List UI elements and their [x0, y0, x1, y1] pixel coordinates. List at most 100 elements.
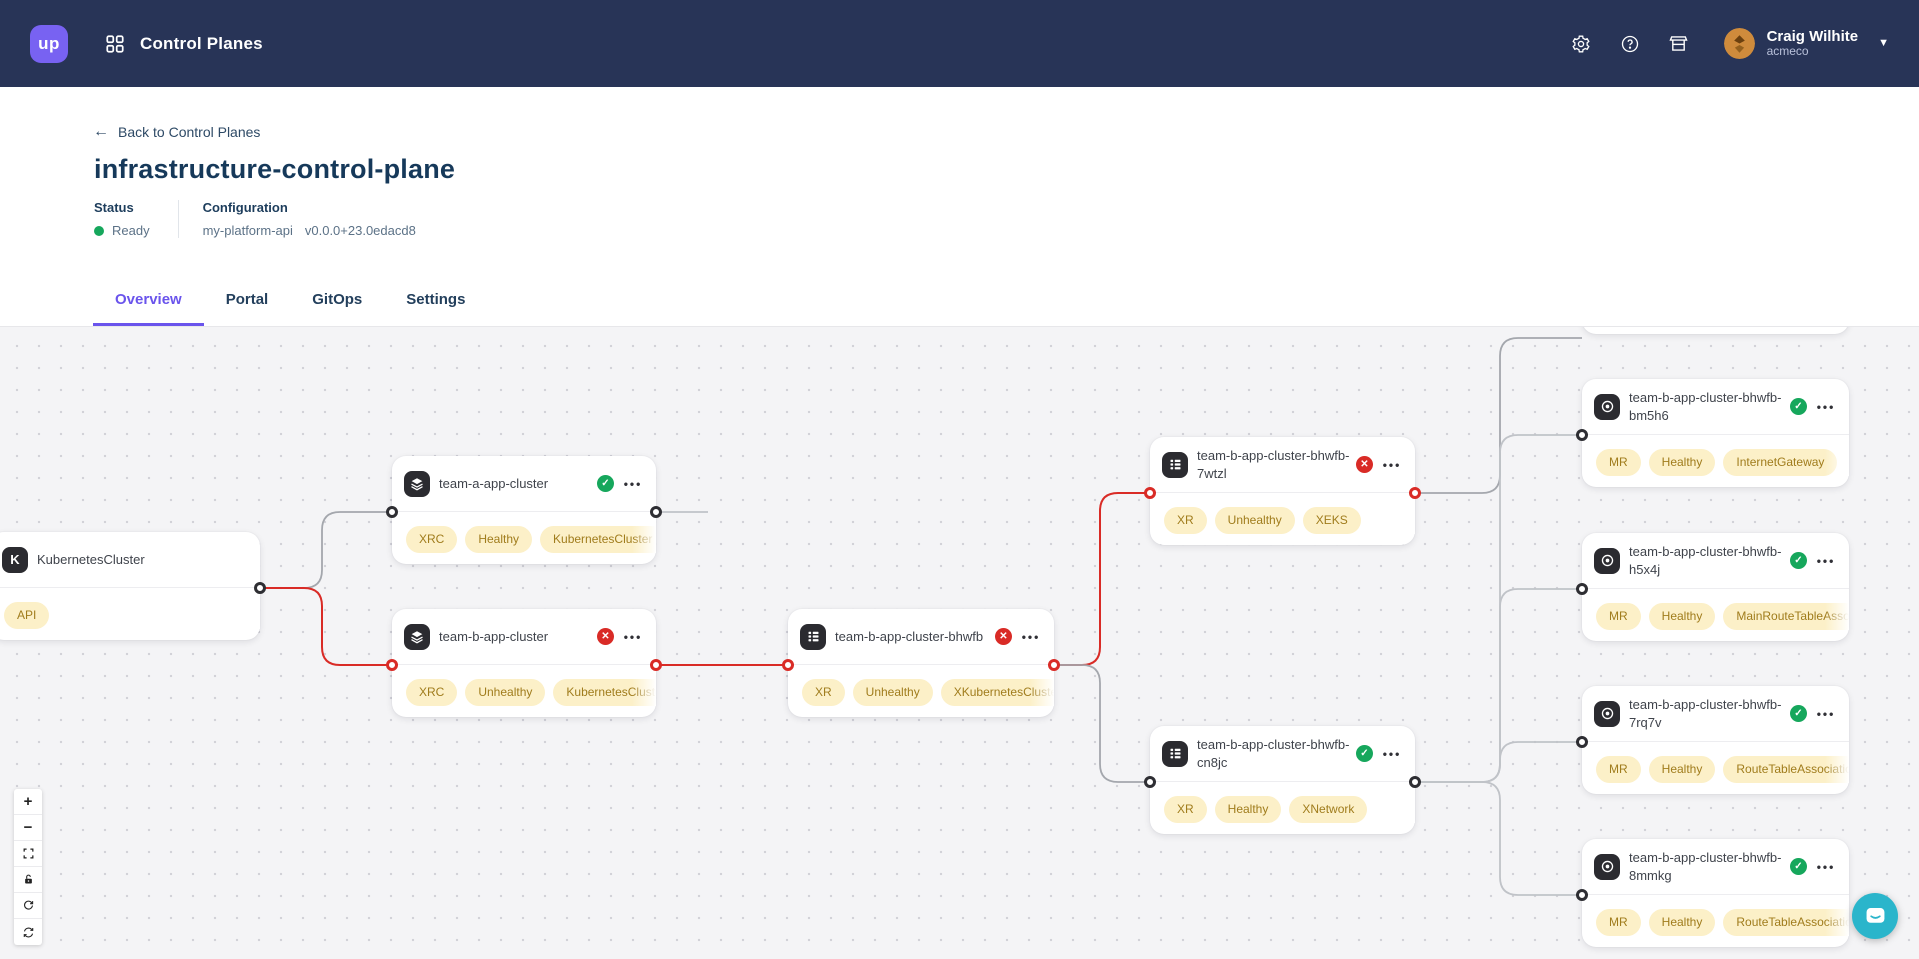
k8s-resource-icon: K [2, 546, 28, 573]
user-org: acmeco [1766, 44, 1809, 59]
zoom-in-button[interactable]: + [14, 789, 42, 815]
app-grid-icon[interactable] [104, 33, 126, 55]
edge-handle-left [1576, 736, 1588, 748]
node-badge: XR [1164, 507, 1207, 534]
node-badge: MR [1596, 603, 1641, 630]
node-badge: XRC [406, 526, 458, 553]
healthy-status-icon: ✓ [1790, 552, 1807, 569]
upbound-logo[interactable]: up [30, 24, 68, 63]
node-badge: Healthy [1648, 756, 1716, 783]
edge-handle-left [782, 659, 794, 671]
status-ready-dot [94, 225, 104, 236]
tab-overview[interactable]: Overview [93, 277, 204, 326]
tab-gitops[interactable]: GitOps [312, 291, 363, 308]
help-icon[interactable] [1619, 33, 1641, 55]
refresh-button[interactable] [14, 919, 42, 945]
configuration-label: Configuration [202, 200, 288, 215]
managed-resource-icon [1594, 853, 1620, 880]
node-menu-button[interactable]: ••• [1816, 553, 1836, 568]
node-label: KubernetesCluster [37, 551, 145, 567]
node-label: team-b-app-cluster-bhwfb [835, 628, 984, 644]
node-badge: XRC [406, 679, 458, 706]
edge-team-b-app-cluster-bhwfb-cn8jc-to-team-b-app-cluster-bhwfb-8mmkg [1417, 781, 1582, 896]
edge-handle-left [1144, 776, 1156, 788]
status-value: Ready [112, 223, 150, 238]
edge-team-b-app-cluster-bhwfb-cn8jc-to-team-b-app-cluster-bhwfb-h5x4j [1417, 588, 1582, 783]
node-badge: XKubernetesCluster [940, 679, 1054, 706]
node-menu-button[interactable]: ••• [1816, 859, 1836, 874]
node-menu-button[interactable]: ••• [1382, 457, 1402, 472]
back-link[interactable]: ← Back to Control Planes [93, 123, 260, 141]
edge-handle-right [650, 506, 662, 518]
composite-resource-icon [800, 623, 826, 650]
managed-resource-icon [1594, 393, 1620, 420]
user-menu[interactable]: Craig Wilhite acmeco ▼ [1723, 27, 1889, 59]
edge-handle-right [650, 659, 662, 671]
tab-settings[interactable]: Settings [406, 291, 466, 308]
edge-team-b-app-cluster-bhwfb-cn8jc-to-team-b-app-cluster-bhwfb-bm5h6 [1417, 434, 1582, 783]
tab-portal[interactable]: Portal [225, 291, 269, 308]
configuration-name[interactable]: my-platform-api [202, 223, 293, 238]
settings-icon[interactable] [1570, 33, 1592, 55]
canvas-controls: +− [14, 789, 42, 945]
user-name: Craig Wilhite [1766, 27, 1859, 45]
node-menu-button[interactable]: ••• [623, 629, 643, 644]
zoom-out-button[interactable]: − [14, 815, 42, 841]
node-badge: Healthy [1648, 909, 1716, 936]
node-menu-button[interactable]: ••• [1382, 746, 1402, 761]
rotate-button[interactable] [14, 893, 42, 919]
edge-team-b-app-cluster-bhwfb-to-team-b-app-cluster-bhwfb-cn8jc [1054, 664, 1150, 783]
node-label: team-b-app-cluster [439, 628, 549, 644]
page-header: ← Back to Control Planes infrastructure-… [0, 87, 1919, 326]
graph-node-clipped-node[interactable] [1582, 327, 1849, 334]
node-badge: MainRouteTableAssociation [1723, 603, 1849, 630]
node-badge: MR [1596, 756, 1641, 783]
node-badge: XR [802, 679, 845, 706]
node-menu-button[interactable]: ••• [1816, 399, 1836, 414]
chat-launcher[interactable] [1852, 893, 1898, 939]
node-badge: KubernetesCluster [540, 526, 656, 553]
chevron-down-icon[interactable]: ▼ [1878, 37, 1889, 50]
healthy-status-icon: ✓ [597, 475, 614, 492]
composite-resource-icon [1162, 740, 1188, 767]
node-badge: KubernetesCluster [553, 679, 656, 706]
node-badge: Unhealthy [852, 679, 933, 706]
node-badge: MR [1596, 909, 1641, 936]
avatar[interactable] [1723, 27, 1755, 59]
marketplace-icon[interactable] [1668, 33, 1690, 55]
edge-handle-left [1576, 889, 1588, 901]
edge-handle-left [386, 659, 398, 671]
node-badge: RouteTableAssociation [1723, 909, 1849, 936]
node-label: team-a-app-cluster [439, 475, 549, 491]
healthy-status-icon: ✓ [1790, 858, 1807, 875]
node-label: team-b-app-cluster-bhwfb- 7rq7v [1629, 696, 1782, 730]
node-menu-button[interactable]: ••• [623, 476, 643, 491]
graph-node-team-b-app-cluster-bhwfb-8mmkg[interactable]: team-b-app-cluster-bhwfb- 8mmkg ✓ ••• MR Hea… [1576, 839, 1849, 947]
top-navbar: up Control Planes Craig Wilhite acmeco ▼ [0, 0, 1919, 87]
node-label: team-b-app-cluster-bhwfb- 8mmkg [1629, 849, 1782, 883]
lock-button[interactable] [14, 867, 42, 893]
node-menu-button[interactable]: ••• [1021, 629, 1041, 644]
tab-bar: Overview Portal GitOps Settings [93, 277, 487, 326]
node-menu-button[interactable]: ••• [1816, 706, 1836, 721]
edge-handle-left [1144, 487, 1156, 499]
edge-kubernetes-cluster-to-team-b-app-cluster [260, 587, 392, 666]
fit-view-button[interactable] [14, 841, 42, 867]
node-badge: MR [1596, 449, 1641, 476]
back-link-label: Back to Control Planes [118, 124, 261, 140]
